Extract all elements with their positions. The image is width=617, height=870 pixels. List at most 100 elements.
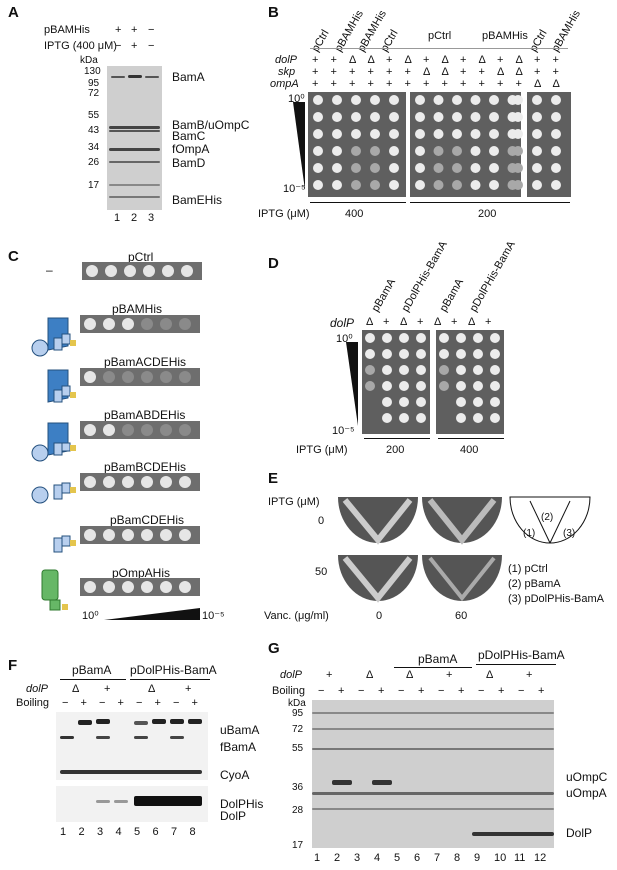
panel-c-row-1-label: pCtrl [128, 250, 154, 264]
panel-c-spot-5-4 [141, 476, 153, 488]
panel-a-label: A [8, 4, 19, 21]
panel-a-marker-130: 130 [84, 66, 101, 77]
panel-f-dolp-3: Δ [148, 683, 156, 695]
panel-b-skp-value-4: + [367, 66, 374, 78]
panel-b-spot-8-4 [452, 146, 462, 156]
panel-b-spot-7-3 [433, 129, 444, 139]
panel-g-kda: kDa [288, 698, 306, 709]
panel-a-marker-17: 17 [88, 180, 100, 191]
panel-b-spot-10-6 [489, 180, 499, 190]
panel-b-dolp-value-5: + [386, 54, 393, 66]
panel-g-label: G [268, 640, 280, 657]
panel-b-ompa-value-10: + [478, 78, 485, 90]
panel-c-spot-7-1 [84, 581, 96, 593]
panel-b-ompa-value-12: + [515, 78, 522, 90]
panel-a-marker-95: 95 [88, 78, 100, 89]
panel-d-spot-4-5 [416, 397, 426, 407]
panel-c-spot-5-1 [84, 476, 96, 488]
panel-c-spot-7-2 [103, 581, 115, 593]
panel-d-spot-3-3 [399, 365, 409, 375]
panel-b-header-5: pCtrl [428, 30, 452, 42]
panel-e-vanc-label: Vanc. (μg/ml) [264, 610, 329, 622]
panel-b-spot-8-2 [452, 112, 462, 122]
panel-b-spot-13-4 [532, 146, 542, 156]
panel-c-dilution-wedge [104, 608, 200, 620]
panel-d-spot-3-6 [399, 413, 409, 423]
panel-b-skp-value-1: + [312, 66, 319, 78]
panel-e-vanc-0: 0 [376, 610, 383, 622]
panel-f-header-2: pDolPHis-BamA [130, 663, 217, 677]
panel-c-spot-6-6 [179, 529, 191, 541]
panel-b-spot-14-2 [551, 112, 561, 122]
panel-f-band-fbama: fBamA [220, 740, 257, 754]
panel-a-row1-label: pBAMHis [44, 24, 90, 36]
panel-d-spot-7-5 [473, 397, 483, 407]
panel-d-spot-6-3 [456, 365, 466, 375]
panel-a-band-fompa: fOmpA [172, 142, 210, 156]
panel-b-spot-14-3 [551, 129, 561, 139]
panel-b-spot-4-6 [370, 180, 380, 190]
panel-f-boil-value-8: + [191, 697, 198, 709]
panel-g-boil-value-12: + [538, 685, 545, 697]
panel-d-spot-8-3 [490, 365, 500, 375]
panel-b-skp-value-9: + [460, 66, 467, 78]
panel-b-spot-9-5 [470, 163, 481, 173]
panel-b-spot-4-3 [370, 129, 380, 139]
panel-b-spot-12-1 [513, 95, 523, 105]
panel-c-spot-2-1 [84, 318, 96, 330]
panel-b-skp-value-11: Δ [497, 66, 505, 78]
panel-d-label: D [268, 255, 279, 272]
panel-g-lane-6: 6 [414, 852, 421, 864]
panel-a-lane-1: 1 [114, 212, 121, 224]
panel-g-dolp-label: dolP [280, 669, 303, 681]
panel-c-spot-7-4 [141, 581, 153, 593]
panel-b-spot-10-5 [489, 163, 499, 173]
panel-g-boil-value-1: − [318, 685, 325, 697]
panel-g-marker-17: 17 [292, 840, 304, 851]
panel-b-spot-2-1 [332, 95, 342, 105]
panel-f-header-1: pBamA [72, 663, 112, 677]
panel-a-band-bama: BamA [172, 70, 205, 84]
panel-b-dolp-value-7: + [423, 54, 430, 66]
panel-c-row-6-label: pBamCDEHis [110, 513, 185, 527]
panel-d-spot-8-6 [490, 413, 500, 423]
panel-g-lane-11: 11 [514, 852, 526, 864]
panel-a-r1-v2: + [131, 24, 138, 36]
panel-f-dolp-label: dolP [26, 683, 49, 695]
panel-d-spot-6-6 [456, 413, 466, 423]
panel-b-label: B [268, 4, 279, 21]
panel-b-spot-3-2 [351, 112, 361, 122]
panel-d-spot-4-2 [416, 349, 426, 359]
panel-b-spot-8-1 [452, 95, 462, 105]
panel-c-row-7-label: pOmpAHis [112, 566, 171, 580]
panel-b-spot-3-5 [351, 163, 361, 173]
panel-b-skp-value-10: + [478, 66, 485, 78]
panel-c-spot-7-5 [160, 581, 172, 593]
panel-d-spot-2-1 [382, 333, 392, 343]
panel-b-spot-2-6 [332, 180, 342, 190]
panel-c-spot-6-5 [160, 529, 172, 541]
panel-g-dolp-value-5: Δ [486, 669, 494, 681]
panel-g-boiling-label: Boiling [272, 685, 306, 697]
panel-d-spot-6-5 [456, 397, 466, 407]
panel-b-spot-13-3 [532, 129, 542, 139]
panel-b-spot-2-4 [332, 146, 342, 156]
panel-b-plate-2 [410, 92, 521, 197]
panel-b-dolp-value-3: Δ [349, 54, 357, 66]
panel-e-sector-3: (3) [563, 528, 576, 539]
panel-a-r1-v3: − [148, 24, 155, 36]
panel-c-spot-2-3 [122, 318, 134, 330]
panel-d-spot-4-3 [416, 365, 426, 375]
panel-d-spot-3-2 [399, 349, 409, 359]
panel-b-dolp-value-1: + [312, 54, 319, 66]
panel-b-spot-3-1 [351, 95, 361, 105]
panel-g-boil-value-10: + [498, 685, 505, 697]
panel-g-lane-4: 4 [374, 852, 381, 864]
panel-g-marker-72: 72 [292, 724, 304, 735]
panel-c-dash: – [46, 263, 53, 277]
panel-d-dil-top: 10⁰ [336, 333, 353, 345]
panel-b-row-dolp: dolP [275, 54, 298, 66]
panel-b-skp-value-13: + [534, 66, 541, 78]
